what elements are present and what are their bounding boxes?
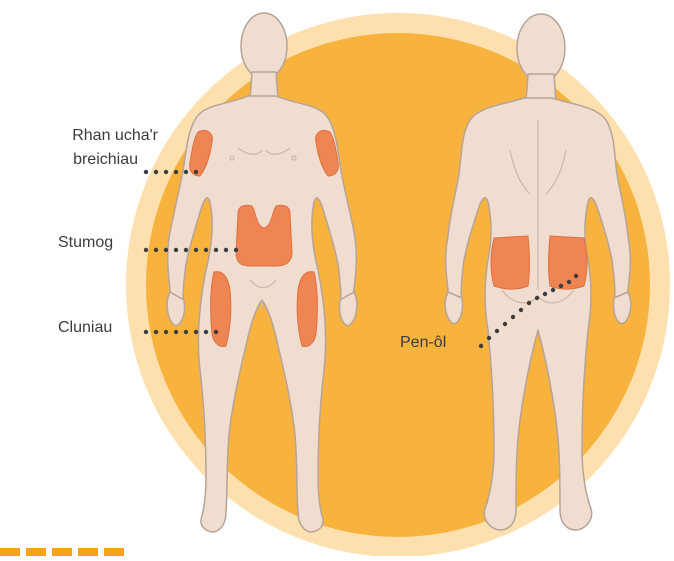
- front-head: [241, 13, 287, 79]
- label-stomach: Stumog: [58, 233, 113, 253]
- back-head: [517, 14, 565, 82]
- site-thigh-right: [211, 272, 231, 347]
- site-buttock-left: [491, 236, 530, 289]
- decorative-strip: [0, 544, 130, 556]
- site-thigh-left: [297, 272, 317, 347]
- label-thighs: Cluniau: [58, 318, 112, 338]
- label-buttocks: Pen-ôl: [400, 333, 446, 353]
- label-upper-arms-line2: breichiau: [73, 150, 138, 170]
- label-upper-arms-line1: Rhan ucha'r: [72, 126, 158, 146]
